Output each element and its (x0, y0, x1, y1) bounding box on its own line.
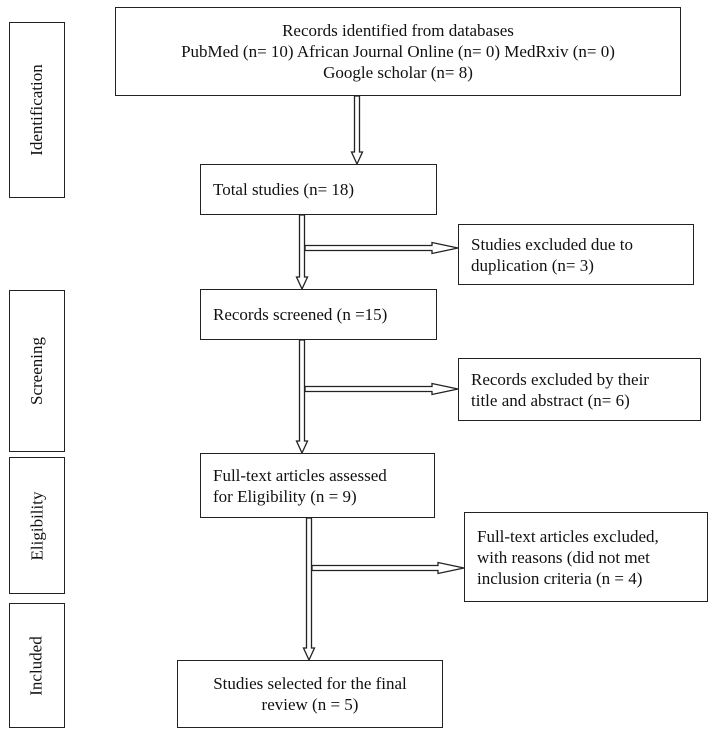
arrow-identified-to-total (350, 95, 364, 166)
box-total-studies-text: Total studies (n= 18) (213, 180, 355, 199)
box-records-identified: Records identified from databases PubMed… (115, 7, 681, 96)
box-final-selected-line-2: review (n = 5) (261, 695, 359, 714)
arrow-total-to-screened (295, 214, 309, 291)
box-total-studies: Total studies (n= 18) (200, 164, 437, 215)
arrow-fulltext-to-final (302, 517, 316, 662)
box-excluded-title-abstract: Records excluded by their title and abst… (458, 358, 701, 421)
stage-label-identification: Identification (9, 22, 65, 198)
box-fulltext-excluded-line-3: inclusion criteria (n = 4) (477, 568, 643, 588)
stage-screening-text: Screening (27, 337, 47, 405)
stage-identification-text: Identification (27, 64, 47, 156)
box-fulltext-assessed-line-2: for Eligibility (n = 9) (213, 486, 357, 506)
box-excluded-duplicates: Studies excluded due to duplication (n= … (458, 224, 694, 285)
box-excluded-duplicates-line-2: duplication (n= 3) (471, 255, 594, 275)
box-fulltext-assessed: Full-text articles assessed for Eligibil… (200, 453, 435, 518)
box-records-identified-line-3: Google scholar (n= 8) (323, 63, 473, 82)
box-excluded-title-abstract-line-2: title and abstract (n= 6) (471, 390, 630, 410)
box-excluded-duplicates-line-1: Studies excluded due to (471, 234, 633, 254)
stage-included-text: Included (27, 635, 47, 696)
box-fulltext-assessed-line-1: Full-text articles assessed (213, 465, 387, 485)
box-records-identified-line-2: PubMed (n= 10) African Journal Online (n… (181, 42, 615, 61)
arrow-to-excluded-duplicates (304, 241, 459, 255)
arrow-to-excluded-title-abstract (304, 382, 459, 396)
stage-eligibility-text: Eligibility (27, 491, 47, 560)
box-final-selected: Studies selected for the final review (n… (177, 660, 443, 728)
stage-label-eligibility: Eligibility (9, 457, 65, 594)
stage-label-screening: Screening (9, 290, 65, 452)
box-records-identified-line-1: Records identified from databases (282, 21, 514, 40)
box-records-screened-text: Records screened (n =15) (213, 305, 388, 324)
box-fulltext-excluded-line-1: Full-text articles excluded, (477, 526, 659, 546)
arrow-to-fulltext-excluded (311, 561, 465, 575)
box-fulltext-excluded-line-2: with reasons (did not met (477, 547, 650, 567)
box-final-selected-line-1: Studies selected for the final (213, 674, 407, 693)
box-excluded-title-abstract-line-1: Records excluded by their (471, 369, 649, 389)
arrow-screened-to-fulltext (295, 339, 309, 455)
box-records-screened: Records screened (n =15) (200, 289, 437, 340)
box-fulltext-excluded: Full-text articles excluded, with reason… (464, 512, 708, 602)
stage-label-included: Included (9, 603, 65, 728)
